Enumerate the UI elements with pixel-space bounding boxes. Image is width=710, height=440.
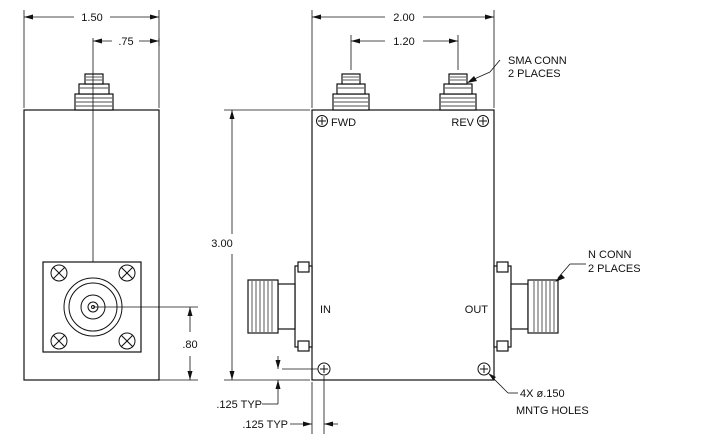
out-n-connector	[493, 261, 559, 352]
dim-hole-v-offset-label: .125 TYP	[216, 399, 262, 411]
note-mounting-holes: 4X ø.150 MNTG HOLES	[488, 373, 589, 417]
note-holes-line1: 4X ø.150	[520, 388, 565, 400]
mounting-hole-icon	[477, 115, 489, 127]
side-sma-connector	[74, 73, 114, 111]
fwd-sma-connector	[332, 73, 370, 111]
dim-front-width-label: 2.00	[393, 12, 414, 24]
dim-side-offset: .75	[93, 36, 160, 48]
dim-side-height-label: .80	[182, 339, 197, 351]
dim-conn-spacing-label: 1.20	[393, 36, 414, 48]
mounting-hole-icon	[316, 115, 328, 127]
note-holes-line2: MNTG HOLES	[516, 405, 589, 417]
port-label-fwd: FWD	[331, 117, 356, 129]
dim-front-width: 2.00	[311, 10, 495, 108]
rev-sma-connector	[439, 73, 477, 111]
dim-conn-spacing: 1.20	[350, 35, 459, 70]
dim-side-width: 1.50	[23, 10, 160, 108]
note-sma-conn: SMA CONN 2 PLACES	[467, 55, 567, 83]
dim-hole-v-offset: .125 TYP	[216, 356, 318, 411]
front-view: FWD REV IN OUT	[211, 10, 641, 434]
port-label-rev: REV	[451, 117, 474, 129]
note-n-line2: 2 PLACES	[588, 263, 641, 275]
dim-side-height: .80	[182, 307, 198, 380]
port-label-out: OUT	[465, 304, 489, 316]
dim-front-height-label: 3.00	[211, 238, 232, 250]
side-flange-screw	[118, 332, 136, 350]
front-view-body	[311, 109, 495, 381]
dim-front-height: 3.00	[211, 109, 310, 381]
mounting-hole-icon	[477, 362, 491, 376]
port-label-in: IN	[320, 304, 331, 316]
side-flange-screw	[50, 332, 68, 350]
dim-hole-h-offset-label: .125 TYP	[242, 419, 288, 431]
side-view: 1.50 .75 .80	[23, 10, 198, 381]
in-n-connector	[247, 261, 313, 352]
note-sma-line1: SMA CONN	[508, 55, 567, 67]
note-n-line1: N CONN	[588, 249, 631, 261]
dim-side-width-label: 1.50	[81, 12, 102, 24]
note-sma-line2: 2 PLACES	[508, 68, 561, 80]
note-n-conn: N CONN 2 PLACES	[555, 249, 641, 282]
side-flange-screw	[118, 264, 136, 282]
side-flange-screw	[50, 264, 68, 282]
dim-hole-h-offset: .125 TYP	[242, 376, 338, 434]
dim-side-offset-label: .75	[118, 36, 133, 48]
